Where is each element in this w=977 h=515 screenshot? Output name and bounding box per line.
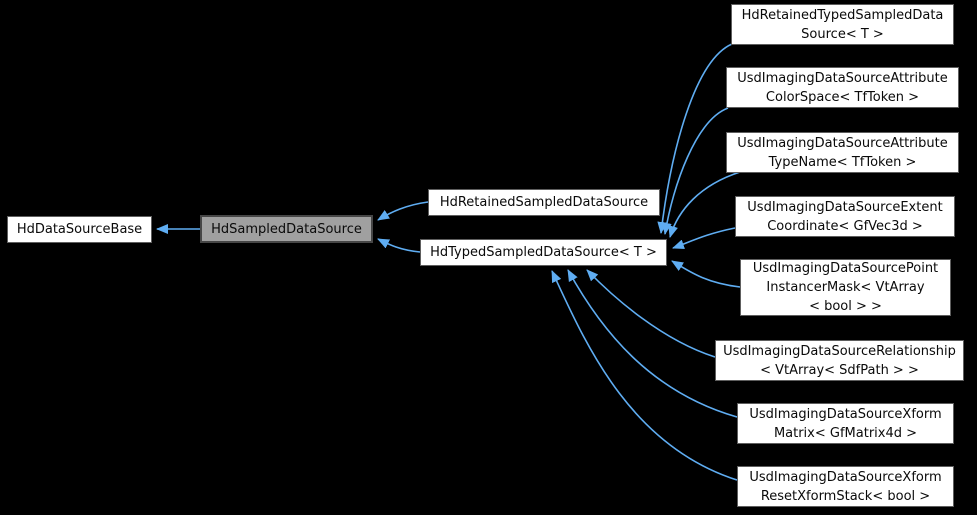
node-label: HdSampledDataSource <box>211 221 362 237</box>
node-hd-retained-sampled-data-source[interactable]: HdRetainedSampledDataSource <box>428 189 660 216</box>
node-label: HdTypedSampledDataSource< T > <box>430 245 657 260</box>
node-usd-imaging-data-source-attribute-color-space[interactable]: UsdImagingDataSourceAttribute ColorSpace… <box>726 67 959 108</box>
node-label: UsdImagingDataSourcePoint InstancerMask<… <box>752 261 939 314</box>
node-label: UsdImagingDataSourceExtent Coordinate< G… <box>747 199 943 234</box>
node-label: HdDataSourceBase <box>16 222 143 237</box>
node-label: HdRetainedTypedSampledData Source< T > <box>741 7 944 42</box>
edge-xformmatrix-to-typed <box>567 269 738 418</box>
node-usd-imaging-data-source-relationship[interactable]: UsdImagingDataSourceRelationship < VtArr… <box>715 340 964 381</box>
node-usd-imaging-data-source-extent-coordinate[interactable]: UsdImagingDataSourceExtent Coordinate< G… <box>735 196 955 237</box>
node-hd-sampled-data-source[interactable]: HdSampledDataSource <box>200 215 373 243</box>
edge-typedsampled-to-sampled <box>377 238 421 253</box>
node-usd-imaging-data-source-xform-reset-xform-stack[interactable]: UsdImagingDataSourceXform ResetXformStac… <box>737 466 954 507</box>
node-label: UsdImagingDataSourceRelationship < VtArr… <box>723 343 956 378</box>
edge-xformresetxformstack-to-typed <box>551 270 738 481</box>
node-label: UsdImagingDataSourceAttribute ColorSpace… <box>737 70 948 105</box>
node-hd-data-source-base[interactable]: HdDataSourceBase <box>7 216 152 243</box>
edge-relationship-to-typed <box>586 269 716 358</box>
node-label: UsdImagingDataSourceXform ResetXformStac… <box>749 469 942 504</box>
node-label: UsdImagingDataSourceXform Matrix< GfMatr… <box>749 406 942 441</box>
node-usd-imaging-data-source-xform-matrix[interactable]: UsdImagingDataSourceXform Matrix< GfMatr… <box>737 403 954 444</box>
node-hd-typed-sampled-data-source[interactable]: HdTypedSampledDataSource< T > <box>420 239 667 266</box>
edge-pointinstancermask-to-typed <box>671 260 741 288</box>
node-hd-retained-typed-sampled-data-source[interactable]: HdRetainedTypedSampledData Source< T > <box>731 4 954 45</box>
edge-attributecolorspace-to-typed <box>661 107 729 235</box>
edge-extentcoordinate-to-typed <box>672 227 736 250</box>
node-usd-imaging-data-source-attribute-type-name[interactable]: UsdImagingDataSourceAttribute TypeName< … <box>726 132 959 173</box>
node-usd-imaging-data-source-point-instancer-mask[interactable]: UsdImagingDataSourcePoint InstancerMask<… <box>740 259 951 316</box>
edge-attributetypename-to-typed <box>668 171 741 238</box>
edge-retainedsampled-to-sampled <box>377 201 429 221</box>
node-label: HdRetainedSampledDataSource <box>439 195 649 210</box>
node-label: UsdImagingDataSourceAttribute TypeName< … <box>737 135 948 170</box>
edge-retainedtyped-to-typed <box>657 43 733 234</box>
